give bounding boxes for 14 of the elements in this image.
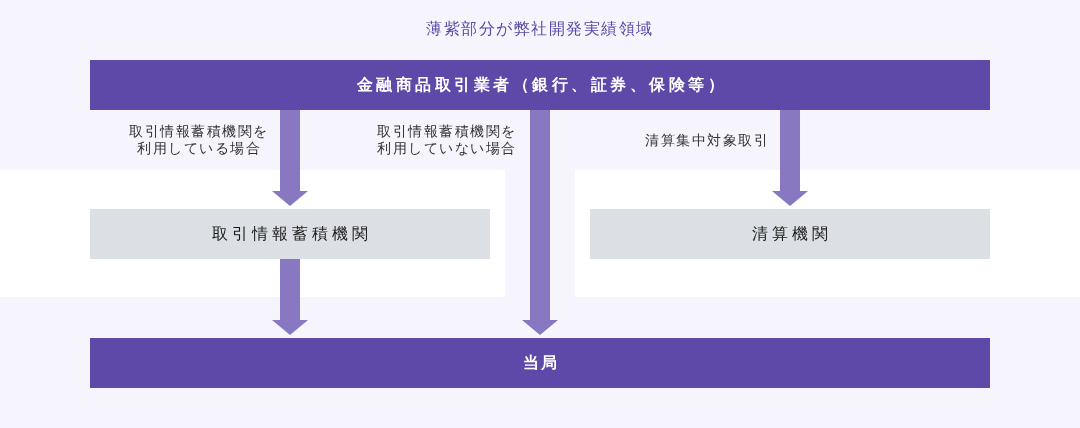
entity-box: 取引情報蓄積機関 (90, 209, 490, 259)
arrow (772, 110, 808, 206)
panel (0, 170, 505, 297)
panel (575, 170, 1080, 297)
edge-label: 取引情報蓄積機関を利用していない場合 (376, 123, 518, 157)
arrow (272, 110, 308, 206)
title: 薄紫部分が弊社開発実績領域 (425, 18, 655, 40)
entity-box: 清算機関 (590, 209, 990, 259)
edge-label: 清算集中対象取引 (644, 132, 770, 149)
entity-bar: 当局 (90, 338, 990, 388)
entity-bar: 金融商品取引業者（銀行、証券、保険等） (90, 60, 990, 110)
arrow (522, 110, 558, 335)
edge-label: 取引情報蓄積機関を利用している場合 (128, 123, 270, 157)
arrow (272, 259, 308, 335)
